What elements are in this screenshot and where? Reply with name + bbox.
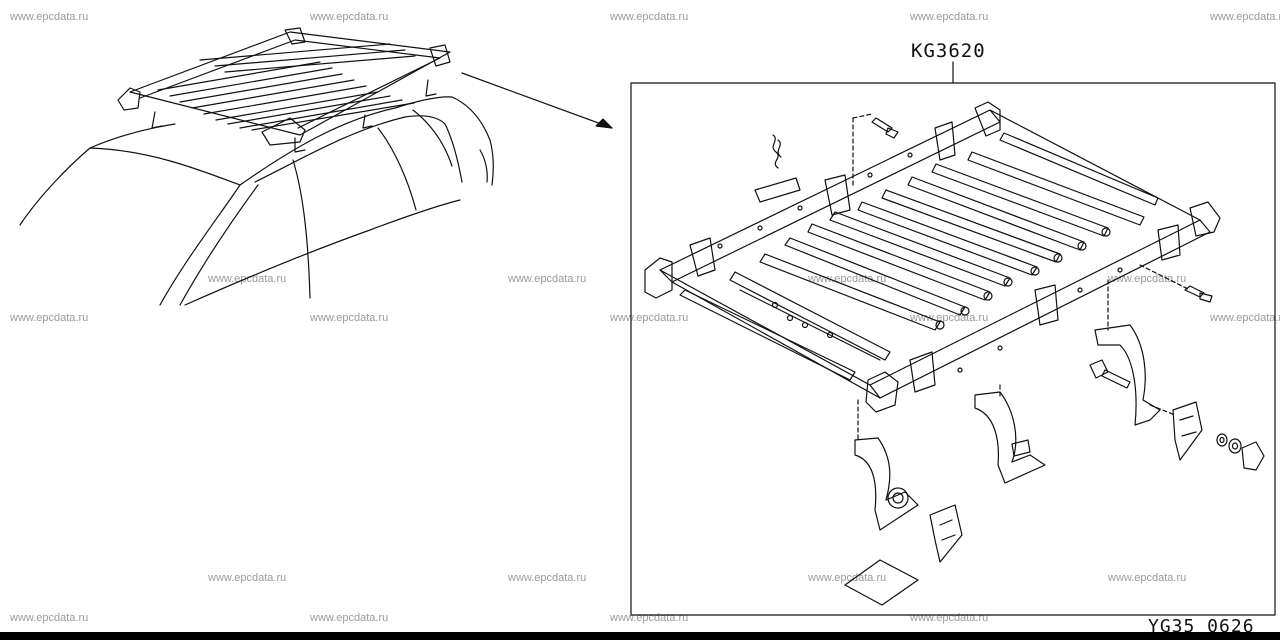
watermark: www.epcdata.ru xyxy=(1210,312,1280,324)
exploded-roof-rack xyxy=(644,101,1221,441)
roof-rack-on-car xyxy=(117,27,451,153)
watermark: www.epcdata.ru xyxy=(10,11,89,23)
part-code-label: KG3620 xyxy=(911,40,986,62)
bolt xyxy=(1089,359,1131,389)
screw-right xyxy=(1184,285,1213,303)
watermark: www.epcdata.ru xyxy=(1108,572,1187,584)
foot-bracket-right xyxy=(1094,324,1203,461)
foot-bracket-left xyxy=(854,437,963,563)
watermark: www.epcdata.ru xyxy=(1210,11,1280,23)
bottom-bar xyxy=(0,632,1280,640)
washer-nut-set xyxy=(1216,433,1265,471)
watermark: www.epcdata.ru xyxy=(310,312,389,324)
watermark: www.epcdata.ru xyxy=(10,312,89,324)
watermark: www.epcdata.ru xyxy=(310,11,389,23)
instruction-sheet xyxy=(844,559,919,606)
foot-bracket-middle xyxy=(974,391,1046,484)
watermark: www.epcdata.ru xyxy=(208,273,287,285)
watermark: www.epcdata.ru xyxy=(208,572,287,584)
watermark: www.epcdata.ru xyxy=(610,312,689,324)
watermark: www.epcdata.ru xyxy=(610,11,689,23)
watermark: www.epcdata.ru xyxy=(10,612,89,624)
watermark: www.epcdata.ru xyxy=(808,273,887,285)
clip-wire xyxy=(772,134,779,169)
watermark: www.epcdata.ru xyxy=(508,572,587,584)
arrowhead-icon xyxy=(595,118,613,129)
watermark: www.epcdata.ru xyxy=(910,312,989,324)
car-body-outline xyxy=(19,96,494,306)
screw-top xyxy=(871,117,899,139)
watermark: www.epcdata.ru xyxy=(910,11,989,23)
diagram-code-label: YG35 0626 xyxy=(1148,616,1255,637)
pointer-arrow-line xyxy=(461,72,613,129)
watermark: www.epcdata.ru xyxy=(808,572,887,584)
sticker-pad xyxy=(754,177,801,203)
watermark: www.epcdata.ru xyxy=(1108,273,1187,285)
watermark: www.epcdata.ru xyxy=(310,612,389,624)
watermark: www.epcdata.ru xyxy=(508,273,587,285)
